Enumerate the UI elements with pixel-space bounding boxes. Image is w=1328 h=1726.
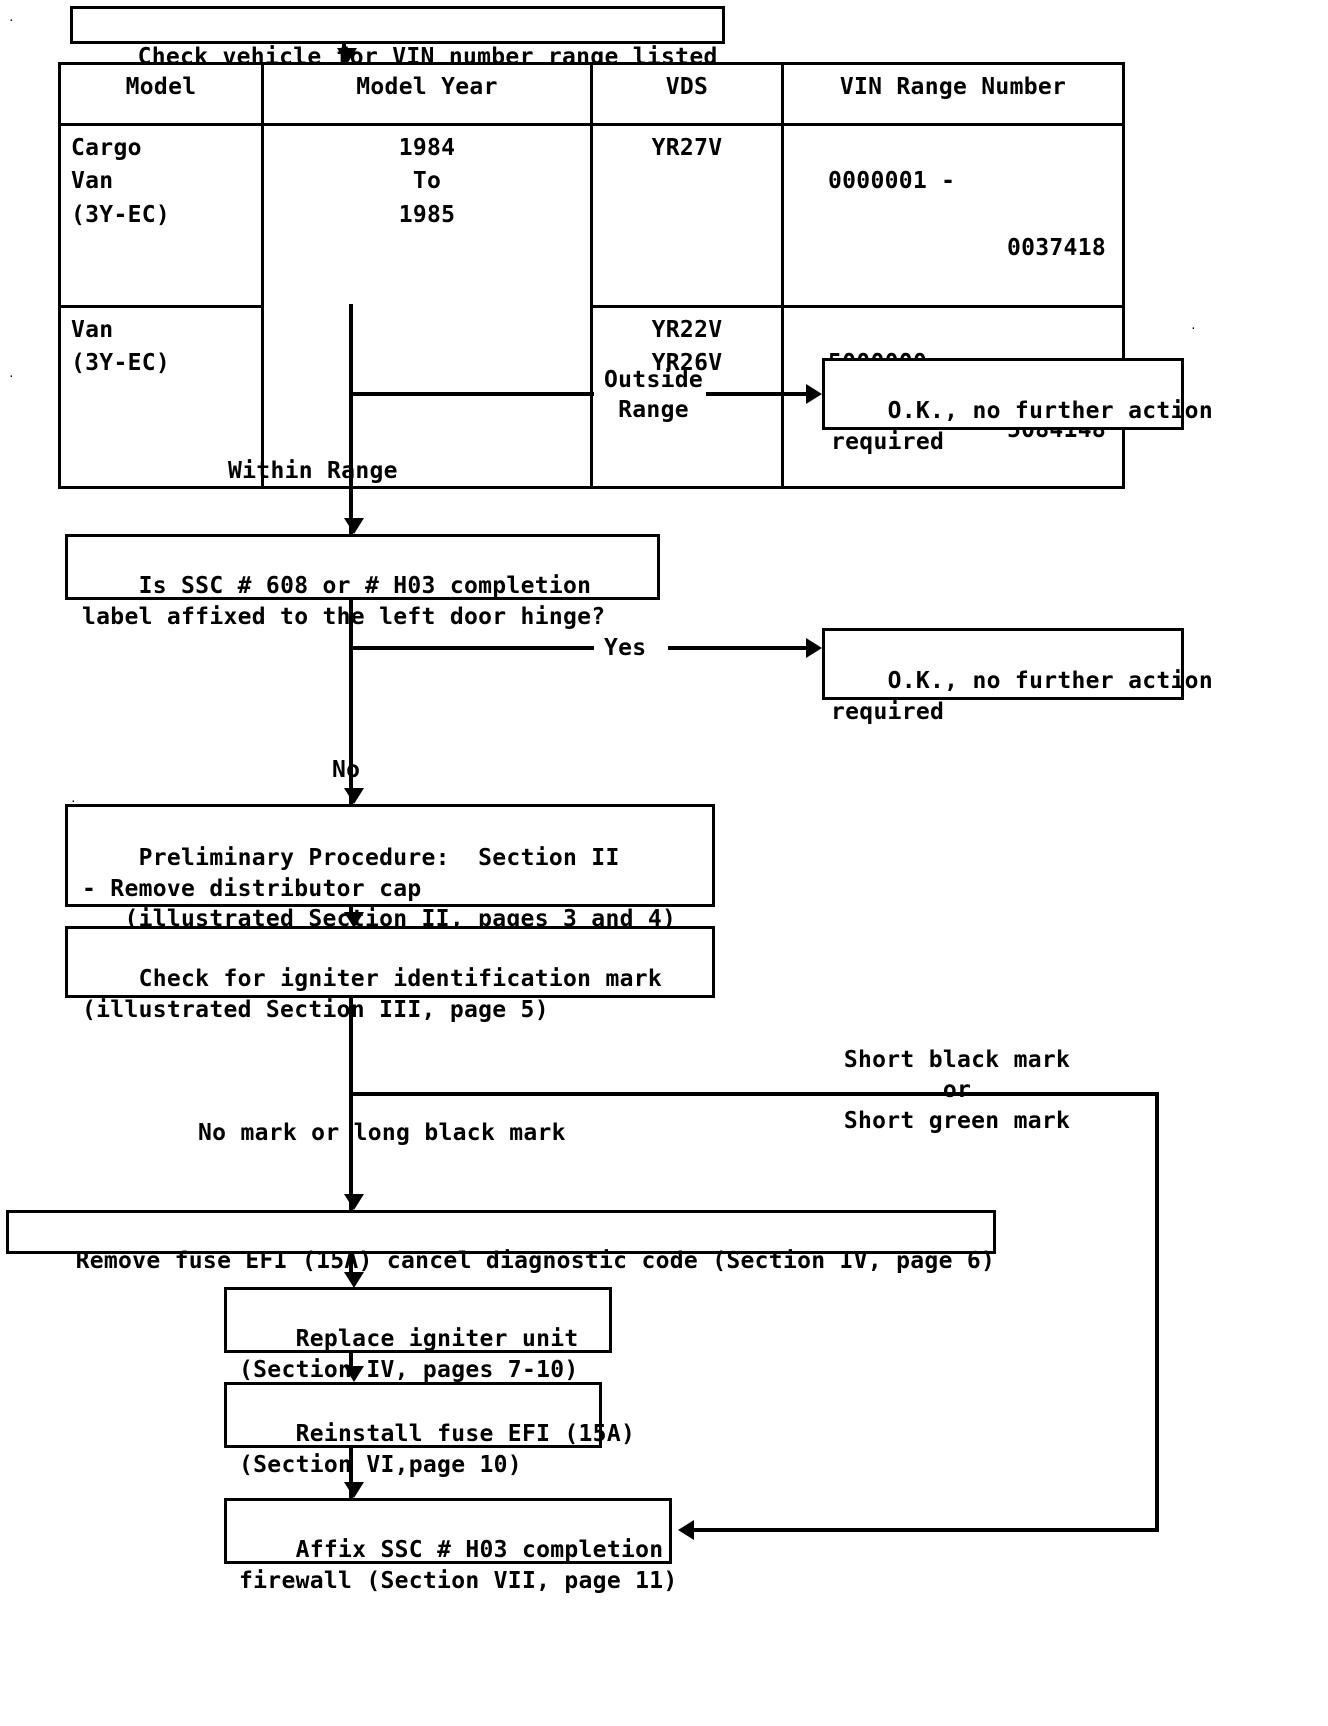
affix-label-text: Affix SSC # H03 completion firewall (Sec… xyxy=(239,1537,678,1594)
arrow-reinstall-to-affix-icon xyxy=(344,1482,364,1498)
arrow-prelim-to-check-icon xyxy=(344,912,364,928)
table-row: Cargo Van (3Y-EC) 1984 To 1985 YR27V 000… xyxy=(58,122,1125,490)
ssc-question-box: Is SSC # 608 or # H03 completion label a… xyxy=(65,534,660,630)
connector-yes-to-ok xyxy=(668,646,814,650)
scan-speck: · xyxy=(1190,322,1197,335)
reinstall-fuse-box: Reinstall fuse EFI (15A) (Section VI,pag… xyxy=(224,1382,635,1478)
scan-speck: · xyxy=(8,14,15,27)
scan-speck: · xyxy=(70,795,77,808)
connector-replace-to-reinstall xyxy=(349,1353,353,1375)
check-igniter-box: Check for igniter identification mark (i… xyxy=(65,926,715,1023)
connector-yes-stem xyxy=(349,646,594,650)
label-short-mark: Short black mark or Short green mark xyxy=(843,1047,1071,1134)
ok-box-1: O.K., no further action required xyxy=(822,358,1213,455)
connector-short-mark-horizontal xyxy=(349,1092,1159,1096)
preliminary-procedure-box: Preliminary Procedure: Section II - Remo… xyxy=(65,804,715,932)
arrow-title-to-table-icon xyxy=(337,48,357,64)
cell-model-van: Van (3Y-EC) xyxy=(58,304,264,490)
cell-vin-range-1: 0000001 - 0037418 xyxy=(781,123,1125,308)
label-no-mark-or-long-black-mark: No mark or long black mark xyxy=(198,1120,566,1146)
arrow-no-icon xyxy=(344,788,364,804)
arrow-short-mark-to-affix-icon xyxy=(678,1520,694,1540)
cell-model-year: 1984 To 1985 xyxy=(261,122,593,490)
preliminary-procedure-text: Preliminary Procedure: Section II - Remo… xyxy=(82,845,677,933)
table-header-model: Model xyxy=(58,62,264,126)
scan-speck: · xyxy=(8,370,15,383)
table-header-vin-range: VIN Range Number xyxy=(781,62,1125,126)
replace-igniter-box: Replace igniter unit (Section IV, pages … xyxy=(224,1287,612,1383)
connector-table-down xyxy=(349,304,353,534)
connector-short-mark-to-affix xyxy=(694,1528,1159,1532)
affix-label-box: Affix SSC # H03 completion firewall (Sec… xyxy=(224,1498,677,1594)
vin-high-1: 0037418 xyxy=(1006,235,1106,262)
cell-vds-yr22v-yr26v: YR22V YR26V xyxy=(590,304,784,490)
arrow-replace-to-reinstall-icon xyxy=(344,1366,364,1382)
vin-low-1: 0000001 - xyxy=(828,168,956,195)
check-igniter-text: Check for igniter identification mark (i… xyxy=(82,966,663,1023)
remove-fuse-box: Remove fuse EFI (15A) cancel diagnostic … xyxy=(6,1210,996,1274)
replace-igniter-text: Replace igniter unit (Section IV, pages … xyxy=(239,1326,579,1383)
connector-short-mark-vertical xyxy=(1155,1092,1159,1530)
connector-outside-range-stem xyxy=(349,392,594,396)
arrow-no-mark-icon xyxy=(344,1194,364,1210)
label-yes: Yes xyxy=(604,635,647,661)
title-box: Check vehicle for VIN number range liste… xyxy=(70,6,725,70)
table-header-vds: VDS xyxy=(590,62,784,126)
connector-remove-to-replace xyxy=(349,1254,353,1280)
ok-box-1-text: O.K., no further action required xyxy=(831,398,1213,455)
remove-fuse-text: Remove fuse EFI (15A) cancel diagnostic … xyxy=(75,1248,996,1275)
table-header-row: Model Model Year VDS VIN Range Number xyxy=(58,62,1125,126)
ssc-question-text: Is SSC # 608 or # H03 completion label a… xyxy=(82,573,606,630)
label-no: No xyxy=(332,757,361,783)
cell-vds-yr27v: YR27V xyxy=(590,123,784,308)
ok-box-2: O.K., no further action required xyxy=(822,628,1213,725)
label-outside-range: Outside Range xyxy=(604,367,704,424)
arrow-within-range-icon xyxy=(344,518,364,534)
arrow-yes-icon xyxy=(806,638,822,658)
connector-reinstall-to-affix xyxy=(349,1448,353,1500)
arrow-remove-to-replace-icon xyxy=(344,1272,364,1288)
table-header-model-year: Model Year xyxy=(261,62,593,126)
arrow-outside-range-icon xyxy=(806,384,822,404)
connector-ssc-down xyxy=(349,600,353,804)
reinstall-fuse-text: Reinstall fuse EFI (15A) (Section VI,pag… xyxy=(239,1421,636,1478)
cell-model-cargo-van: Cargo Van (3Y-EC) xyxy=(58,123,264,308)
ok-box-2-text: O.K., no further action required xyxy=(831,668,1213,725)
connector-outside-range-to-ok xyxy=(706,392,814,396)
connector-check-down xyxy=(349,998,353,1210)
label-within-range: Within Range xyxy=(228,458,398,484)
